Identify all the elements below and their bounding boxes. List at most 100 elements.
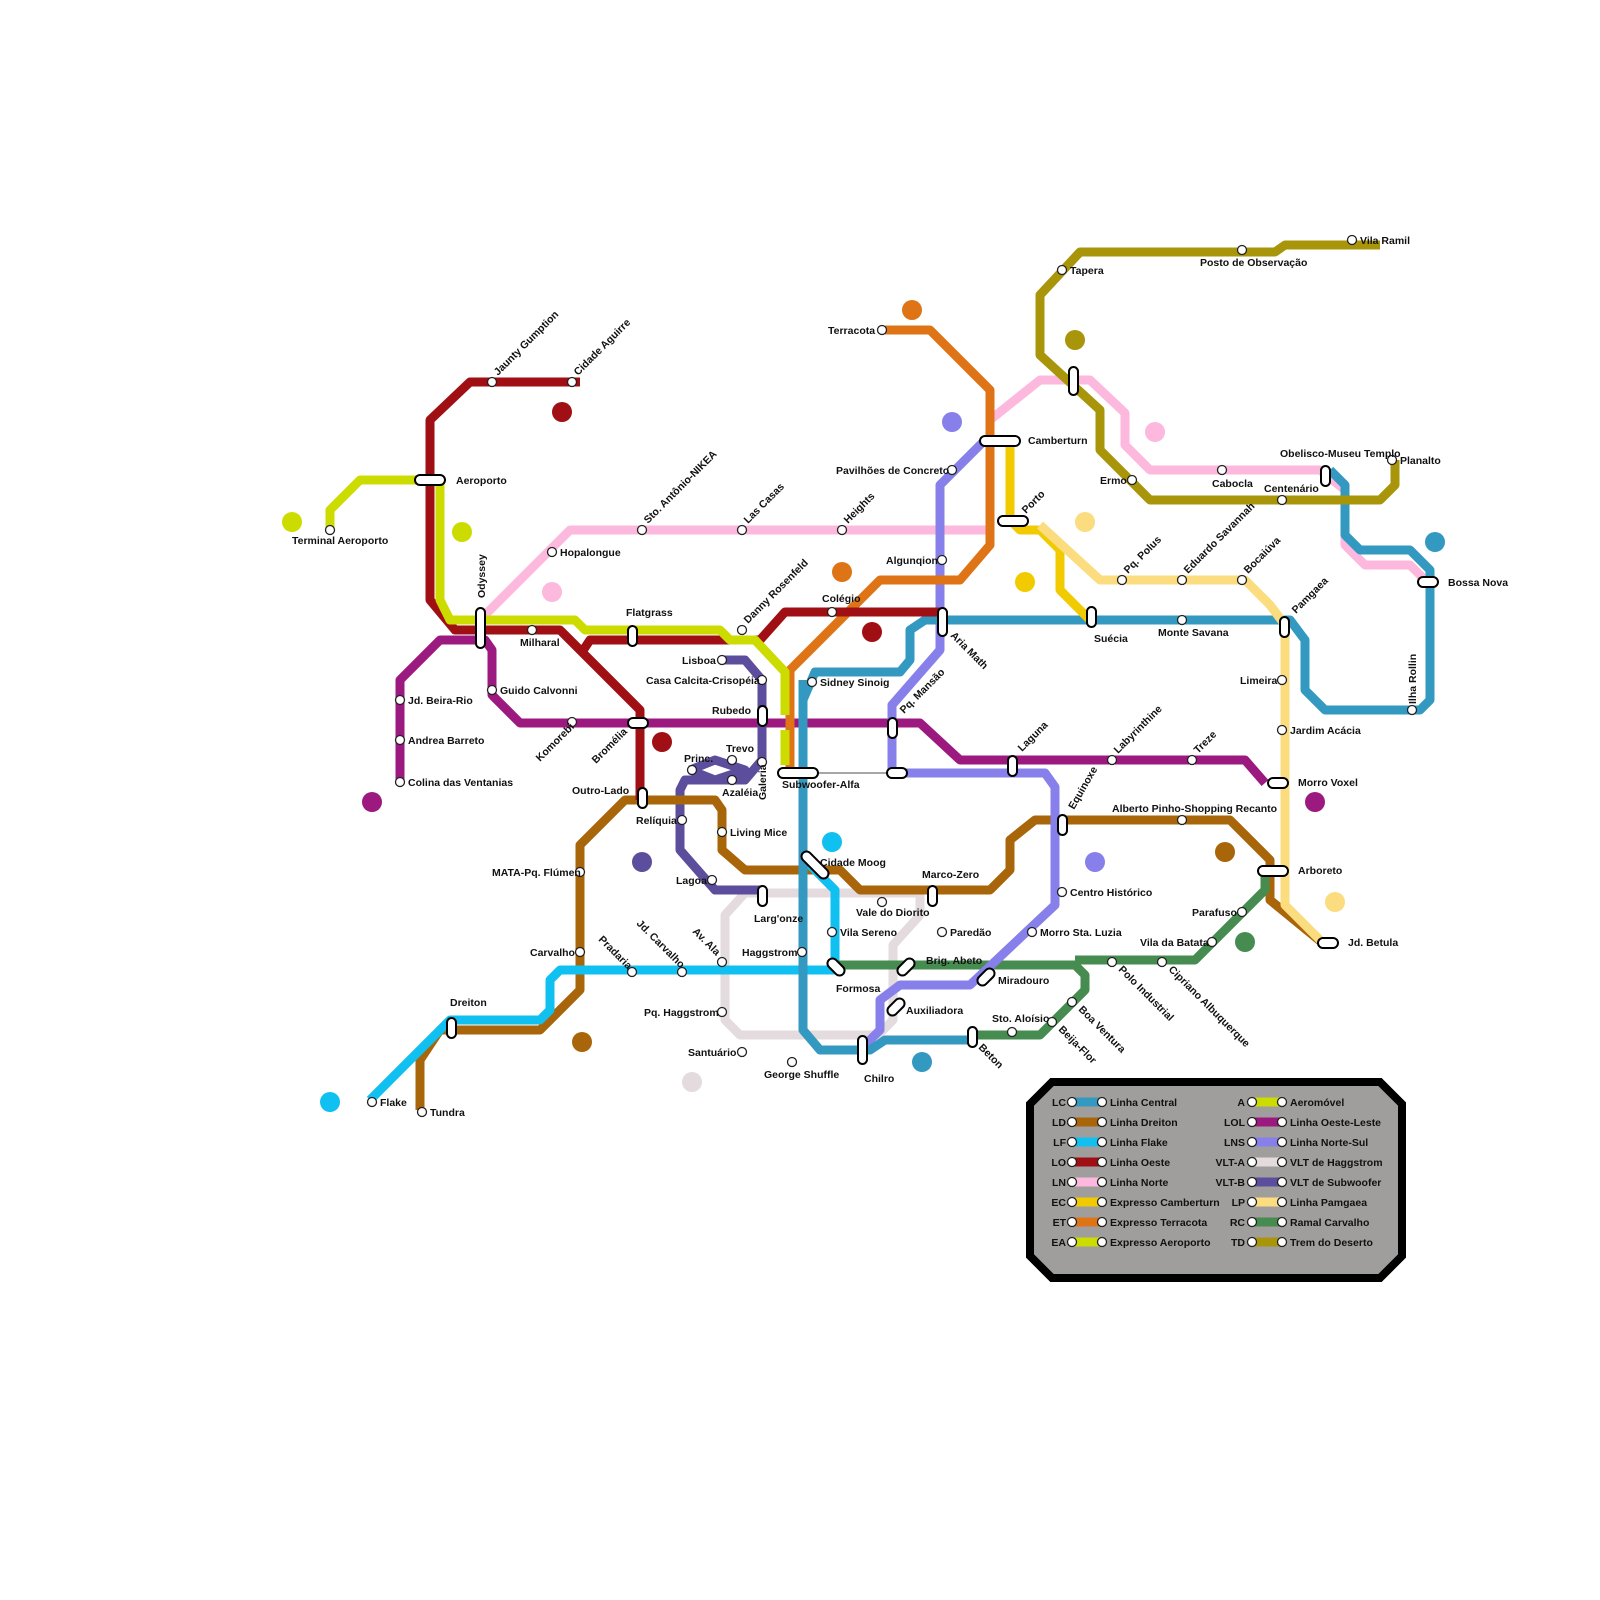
interchange-pq-mansao[interactable] [888, 718, 897, 738]
station-eduardo-savannah[interactable] [1178, 576, 1187, 585]
interchange-jd-betula[interactable] [1318, 938, 1338, 948]
interchange-rubedo[interactable] [758, 706, 767, 726]
station-labyrinthine[interactable] [1108, 756, 1117, 765]
interchange-suecia[interactable] [1087, 607, 1096, 627]
station-hopalongue[interactable] [548, 548, 557, 557]
station-treze[interactable] [1188, 756, 1197, 765]
label-haggstrom: Haggstrom [742, 947, 797, 959]
station-george-shuffle[interactable] [788, 1058, 797, 1067]
station-jd-beira-rio[interactable] [396, 696, 405, 705]
interchange-subwoofer-alfa[interactable] [778, 768, 818, 778]
station-paredao[interactable] [938, 928, 947, 937]
station-vila-batata[interactable] [1208, 938, 1217, 947]
interchange-aria-math[interactable] [938, 608, 947, 636]
station-pq-haggstrom[interactable] [718, 1008, 727, 1017]
station-bocaiuva[interactable] [1238, 576, 1247, 585]
interchange-arboreto[interactable] [1258, 866, 1288, 876]
interchange-camberturn[interactable] [980, 436, 1020, 446]
station-jaunty-gumption[interactable] [488, 378, 497, 387]
station-princ[interactable] [688, 766, 697, 775]
station-av-ala[interactable] [718, 958, 727, 967]
station-cipriano[interactable] [1158, 958, 1167, 967]
station-tundra[interactable] [418, 1108, 427, 1117]
label-vila-batata: Vila da Batata [1140, 937, 1209, 949]
interchange-pamgaea[interactable] [1280, 617, 1289, 637]
label-guido-calvonni: Guido Calvonni [500, 685, 578, 697]
interchange-equinoxe[interactable] [1058, 815, 1067, 835]
station-lisboa[interactable] [718, 656, 727, 665]
interchange-bossa-nova[interactable] [1418, 577, 1438, 587]
dot-lol [362, 792, 382, 812]
station-reliquia[interactable] [678, 816, 687, 825]
station-colegio[interactable] [828, 608, 837, 617]
station-lagoa[interactable] [708, 876, 717, 885]
station-heights[interactable] [838, 526, 847, 535]
legend-code: LNS [1224, 1137, 1245, 1149]
interchange-pq-mansao-lns[interactable] [887, 768, 907, 778]
station-jardim-acacia[interactable] [1278, 726, 1287, 735]
station-cabocla[interactable] [1218, 466, 1227, 475]
interchange-bromelia[interactable] [628, 718, 648, 728]
station-vila-sereno[interactable] [828, 928, 837, 937]
station-colina-ventanias[interactable] [396, 778, 405, 787]
legend-code: LP [1232, 1197, 1245, 1209]
interchange-aeroporto[interactable] [415, 475, 445, 485]
station-living-mice[interactable] [718, 828, 727, 837]
interchange-brig-abeto[interactable] [895, 956, 916, 977]
station-haggstrom[interactable] [798, 948, 807, 957]
station-centro-historico[interactable] [1058, 888, 1067, 897]
station-morro-sta-luzia[interactable] [1028, 928, 1037, 937]
interchange-chilro[interactable] [858, 1036, 867, 1064]
station-sidney-sinoig[interactable] [808, 678, 817, 687]
station-limeira[interactable] [1278, 676, 1287, 685]
legend-station-marker [1278, 1178, 1287, 1187]
station-azaleia[interactable] [728, 776, 737, 785]
legend-code: LC [1052, 1097, 1066, 1109]
station-cidade-aguirre[interactable] [568, 378, 577, 387]
label-heights: Heights [842, 490, 878, 526]
station-las-casas[interactable] [738, 526, 747, 535]
interchange-beton[interactable] [968, 1027, 977, 1047]
station-santuario[interactable] [738, 1048, 747, 1057]
interchange-td-ln[interactable] [1069, 367, 1078, 395]
station-algunqion[interactable] [938, 556, 947, 565]
station-carvalho[interactable] [576, 948, 585, 957]
interchange-flatgrass[interactable] [628, 626, 637, 646]
interchange-laguna[interactable] [1008, 756, 1017, 776]
station-milharal[interactable] [528, 626, 537, 635]
station-boa-ventura[interactable] [1068, 998, 1077, 1007]
station-ilha-rollin[interactable] [1408, 706, 1417, 715]
station-posto-observacao[interactable] [1238, 246, 1247, 255]
station-sto-antonio[interactable] [638, 526, 647, 535]
station-vila-ramil[interactable] [1348, 236, 1357, 245]
station-ermo[interactable] [1128, 476, 1137, 485]
interchange-porto[interactable] [998, 516, 1028, 526]
station-vale-diorito[interactable] [878, 898, 887, 907]
interchange-outro-lado[interactable] [638, 788, 647, 808]
station-andrea-barreto[interactable] [396, 736, 405, 745]
interchange-odyssey[interactable] [476, 608, 485, 648]
interchange-miradouro[interactable] [975, 966, 996, 987]
station-terracota[interactable] [878, 326, 887, 335]
station-alberto-pinho[interactable] [1178, 816, 1187, 825]
station-pradaria[interactable] [628, 968, 637, 977]
station-danny-rosenfeld[interactable] [738, 626, 747, 635]
station-pq-polus[interactable] [1118, 576, 1127, 585]
station-guido-calvonni[interactable] [488, 686, 497, 695]
dot-lo [552, 402, 572, 422]
station-terminal-aeroporto[interactable] [326, 526, 335, 535]
interchange-dreiton[interactable] [447, 1018, 456, 1038]
station-sto-aloisio[interactable] [1008, 1028, 1017, 1037]
station-polo-industrial[interactable] [1108, 958, 1117, 967]
interchange-marco-zero[interactable] [928, 886, 937, 906]
station-trevo[interactable] [728, 756, 737, 765]
station-flake[interactable] [368, 1098, 377, 1107]
station-tapera[interactable] [1058, 266, 1067, 275]
station-parafuso[interactable] [1238, 908, 1247, 917]
station-centenario[interactable] [1278, 496, 1287, 505]
interchange-largonze[interactable] [758, 886, 767, 906]
station-monte-savana[interactable] [1178, 616, 1187, 625]
interchange-obelisco[interactable] [1321, 466, 1330, 486]
interchange-morro-voxel[interactable] [1268, 778, 1288, 788]
dot-lc [1425, 532, 1445, 552]
